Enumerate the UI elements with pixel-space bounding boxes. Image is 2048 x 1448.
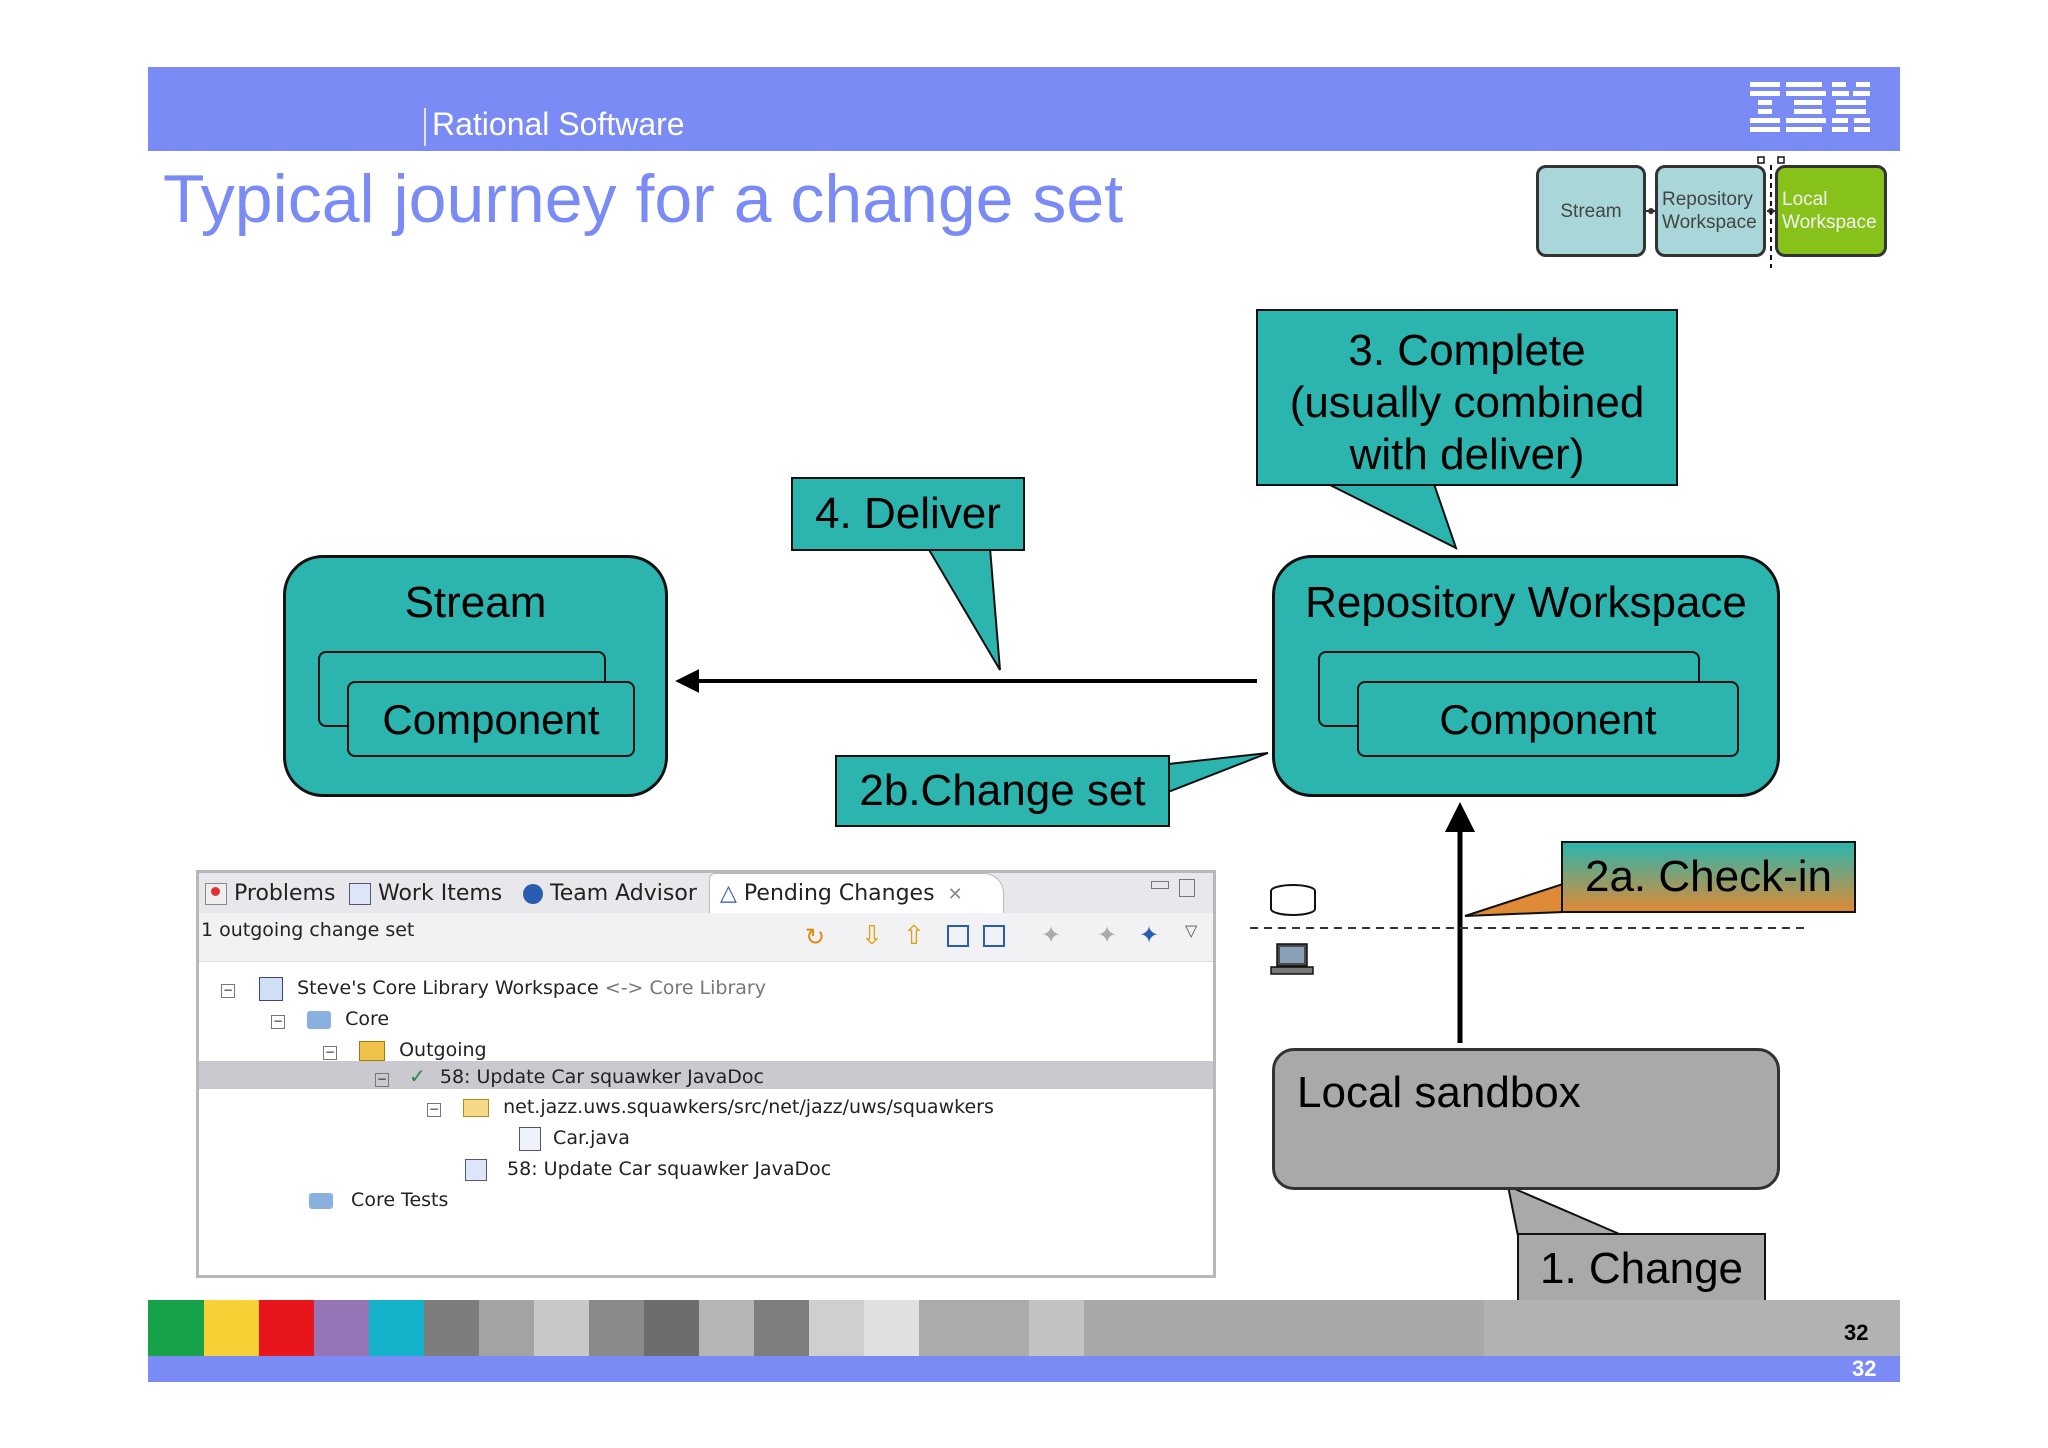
- accept-icon[interactable]: ⇩: [861, 921, 883, 951]
- tab-pending-changes-label: Pending Changes: [743, 881, 935, 906]
- header-band: [148, 67, 1900, 151]
- component-icon: [307, 1010, 332, 1029]
- stream-component: Component: [347, 681, 635, 757]
- repo-component: Component: [1357, 681, 1739, 757]
- collapse-toggle-icon[interactable]: −: [427, 1102, 441, 1117]
- server-icon: [1270, 884, 1316, 916]
- ibm-logo-icon: [1750, 82, 1870, 132]
- collapse-toggle-icon[interactable]: −: [375, 1072, 389, 1087]
- work-item-icon: [465, 1158, 487, 1181]
- pending-changes-icon: △: [720, 881, 737, 906]
- component-icon: [309, 1192, 333, 1209]
- tab-team-advisor[interactable]: Team Advisor: [523, 877, 697, 911]
- local-sandbox-box: [1272, 1048, 1780, 1190]
- tab-problems[interactable]: Problems: [205, 877, 335, 911]
- footer-blue-band: 32: [148, 1356, 1900, 1382]
- tree-row-core-tests[interactable]: Core Tests: [309, 1185, 448, 1215]
- problems-icon: [205, 883, 227, 905]
- view-toolbar: 1 outgoing change set ↻ ⇩ ⇧ ✦ ✦ ✦ ▽: [199, 913, 1213, 962]
- tree-row-folder[interactable]: − net.jazz.uws.squawkers/src/net/jazz/uw…: [427, 1096, 994, 1118]
- outgoing-folder-icon: [359, 1040, 386, 1061]
- legend-connectors: [1646, 156, 1785, 268]
- complete-callout: 3. Complete (usually combined with deliv…: [1256, 309, 1678, 486]
- folder-icon: [463, 1098, 490, 1117]
- laptop-icon: [1270, 943, 1314, 975]
- flow-icon[interactable]: ✦: [1041, 921, 1062, 949]
- collapse-toggle-icon[interactable]: −: [271, 1014, 285, 1029]
- complete-callout-tail: [1327, 483, 1458, 550]
- deliver-callout-tail: [926, 547, 1001, 671]
- tree-row-outgoing[interactable]: − Outgoing: [323, 1039, 487, 1061]
- pending-changes-view: Problems Work Items Team Advisor △ Pendi…: [196, 870, 1216, 1278]
- refresh-icon[interactable]: ↻: [805, 923, 826, 951]
- tab-pending-changes[interactable]: △ Pending Changes ✕: [709, 873, 1004, 914]
- changeset-callout-tail: [1167, 752, 1269, 794]
- filter-icon[interactable]: ✦: [1097, 921, 1118, 949]
- collapse-toggle-icon[interactable]: −: [221, 983, 235, 998]
- checkin-callout: 2a. Check-in: [1561, 841, 1856, 913]
- tab-team-advisor-label: Team Advisor: [550, 881, 697, 906]
- settings-icon[interactable]: ✦: [1139, 921, 1160, 949]
- tree-row-change-set[interactable]: − ✓ 58: Update Car squawker JavaDoc: [375, 1064, 764, 1088]
- deliver-callout: 4. Deliver: [791, 477, 1025, 551]
- close-icon[interactable]: ✕: [947, 884, 963, 905]
- change-set-icon: ✓: [409, 1064, 426, 1088]
- legend-stream-label: Stream: [1560, 200, 1622, 222]
- view-menu-icon[interactable]: ▽: [1185, 921, 1198, 940]
- workspace-icon: [259, 976, 284, 1001]
- team-advisor-icon: [523, 884, 543, 904]
- outgoing-status: 1 outgoing change set: [201, 919, 415, 941]
- collapse-toggle-icon[interactable]: −: [323, 1045, 337, 1060]
- work-items-icon: [349, 883, 371, 905]
- tab-problems-label: Problems: [234, 881, 336, 906]
- deliver-icon[interactable]: ⇧: [903, 921, 925, 951]
- page-number: 32: [1844, 1320, 1869, 1345]
- repository-workspace-title: Repository Workspace: [1305, 578, 1747, 627]
- tree-row-workspace[interactable]: − Steve's Core Library Workspace <-> Cor…: [221, 976, 766, 1001]
- tab-work-items-label: Work Items: [378, 881, 503, 906]
- expand-icon[interactable]: [983, 925, 1005, 947]
- tree-row-file[interactable]: Car.java: [519, 1123, 630, 1153]
- tab-work-items[interactable]: Work Items: [349, 877, 502, 911]
- header-divider: [424, 108, 426, 146]
- stream-title: Stream: [404, 578, 547, 627]
- footer-image-strip: 32: [148, 1300, 1900, 1356]
- view-tab-bar: Problems Work Items Team Advisor △ Pendi…: [199, 873, 1213, 914]
- minimize-icon[interactable]: [1151, 881, 1169, 889]
- tree-row-component[interactable]: − Core: [271, 1008, 390, 1030]
- local-sandbox-title: Local sandbox: [1297, 1068, 1581, 1117]
- brand-text: Rational Software: [432, 106, 685, 142]
- change-callout: 1. Change: [1517, 1233, 1766, 1305]
- changeset-callout: 2b.Change set: [835, 755, 1170, 827]
- change-callout-tail: [1506, 1184, 1625, 1237]
- collapse-icon[interactable]: [947, 925, 969, 947]
- selected-row-highlight: [199, 1061, 1213, 1089]
- maximize-icon[interactable]: [1179, 879, 1195, 897]
- slide-title: Typical journey for a change set: [163, 161, 1124, 237]
- legend-stream: Stream: [1536, 165, 1646, 257]
- tree-row-work-item[interactable]: 58: Update Car squawker JavaDoc: [465, 1154, 831, 1184]
- page-number-secondary: 32: [1852, 1356, 1877, 1381]
- java-file-icon: [519, 1126, 541, 1151]
- checkin-callout-tail: [1464, 882, 1564, 917]
